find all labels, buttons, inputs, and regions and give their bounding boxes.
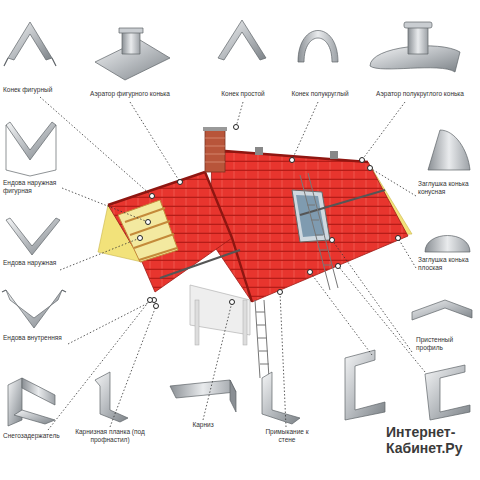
- ridge: [108, 150, 368, 302]
- part-label: Конек фигурный: [3, 86, 65, 94]
- part-label: Карниз: [178, 421, 228, 429]
- part-label: Снегозадержатель: [3, 432, 83, 440]
- leader-dots: [138, 125, 401, 309]
- dormer-frame: [118, 200, 178, 262]
- profile-icons: [2, 20, 472, 426]
- part-label: Ендова внутренняя: [3, 334, 75, 342]
- part-label: Ендова наружная фигурная: [3, 179, 61, 195]
- ladder: [255, 173, 338, 378]
- chimney: [203, 127, 227, 172]
- part-label: Карнизная планка (под профнастил): [75, 428, 145, 444]
- part-label: Ендова наружная: [3, 259, 75, 267]
- part-label: Конек простой: [212, 90, 274, 98]
- aerator: [255, 147, 263, 155]
- part-label: Заглушка конька конусная: [418, 180, 476, 196]
- house: [190, 285, 250, 345]
- part-label: Пристенный профиль: [416, 336, 476, 352]
- watermark: Интернет-Кабинет.Ру: [386, 424, 476, 456]
- part-label: Аэратор фигурного конька: [82, 90, 178, 98]
- aerator: [330, 151, 338, 159]
- snow-guard: [300, 190, 385, 215]
- part-label: Аэратор полукруглого конька: [368, 90, 472, 98]
- roof-slope: [210, 150, 408, 302]
- part-label: Заглушка конька плоская: [418, 256, 476, 272]
- snow-guard: [160, 250, 240, 278]
- part-label: Конек полукруглый: [284, 90, 356, 98]
- part-label: Примыкание к стене: [259, 428, 315, 444]
- leader-lines: [40, 97, 425, 430]
